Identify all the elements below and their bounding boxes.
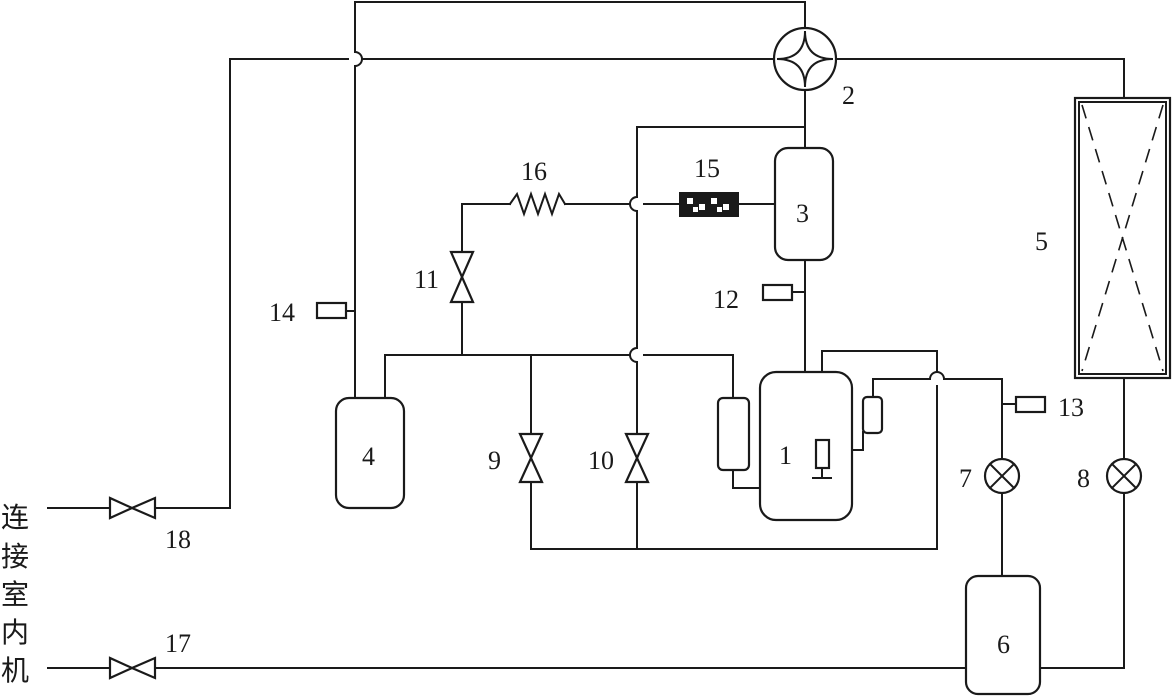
label-2: 2 [842,81,855,110]
label-7: 7 [959,464,972,493]
accumulator-4 [334,396,406,510]
label-10: 10 [588,446,614,475]
heat-exchanger-5 [1073,96,1172,380]
label-14: 14 [269,298,295,327]
label-12: 12 [713,285,739,314]
label-17: 17 [165,629,191,658]
valve-10-icon [624,432,650,484]
side-char: 机 [1,654,29,687]
sensor-14-icon [315,301,348,320]
label-16: 16 [521,157,547,186]
side-char: 内 [1,616,29,649]
piping [47,1,1125,669]
compressor-1 [758,370,854,522]
receiver-tank-6 [964,574,1042,696]
expansion-valve-7-icon [983,457,1021,495]
label-11: 11 [414,265,439,294]
sensor-13-icon [1014,395,1047,414]
label-6: 6 [997,630,1010,659]
valve-9-icon [518,432,544,484]
valve-11-icon [449,250,475,304]
label-3: 3 [796,199,809,228]
component-labels: 1 2 3 4 5 6 7 8 9 10 11 12 13 14 15 16 1… [165,81,1090,659]
filter-15-icon [679,192,739,217]
side-char: 连 [1,501,29,534]
label-18: 18 [165,525,191,554]
oil-separator-3 [773,146,835,262]
valve-18-icon [108,496,157,520]
label-15: 15 [694,154,720,183]
label-13: 13 [1058,393,1084,422]
label-9: 9 [488,446,501,475]
expansion-valve-8-icon [1105,457,1143,495]
small-tank-left [716,396,751,472]
label-4: 4 [362,442,375,471]
capillary-16-icon [508,190,567,218]
four-way-valve-icon [772,26,838,92]
label-8: 8 [1077,464,1090,493]
side-text-connect-indoor-unit: 连 接 室 内 机 [1,501,29,687]
label-5: 5 [1035,227,1048,256]
side-char: 接 [1,540,29,573]
label-1: 1 [779,441,792,470]
sensor-12-icon [761,283,794,302]
valve-17-icon [108,656,157,680]
side-char: 室 [1,578,29,611]
small-tank-right [861,395,884,435]
